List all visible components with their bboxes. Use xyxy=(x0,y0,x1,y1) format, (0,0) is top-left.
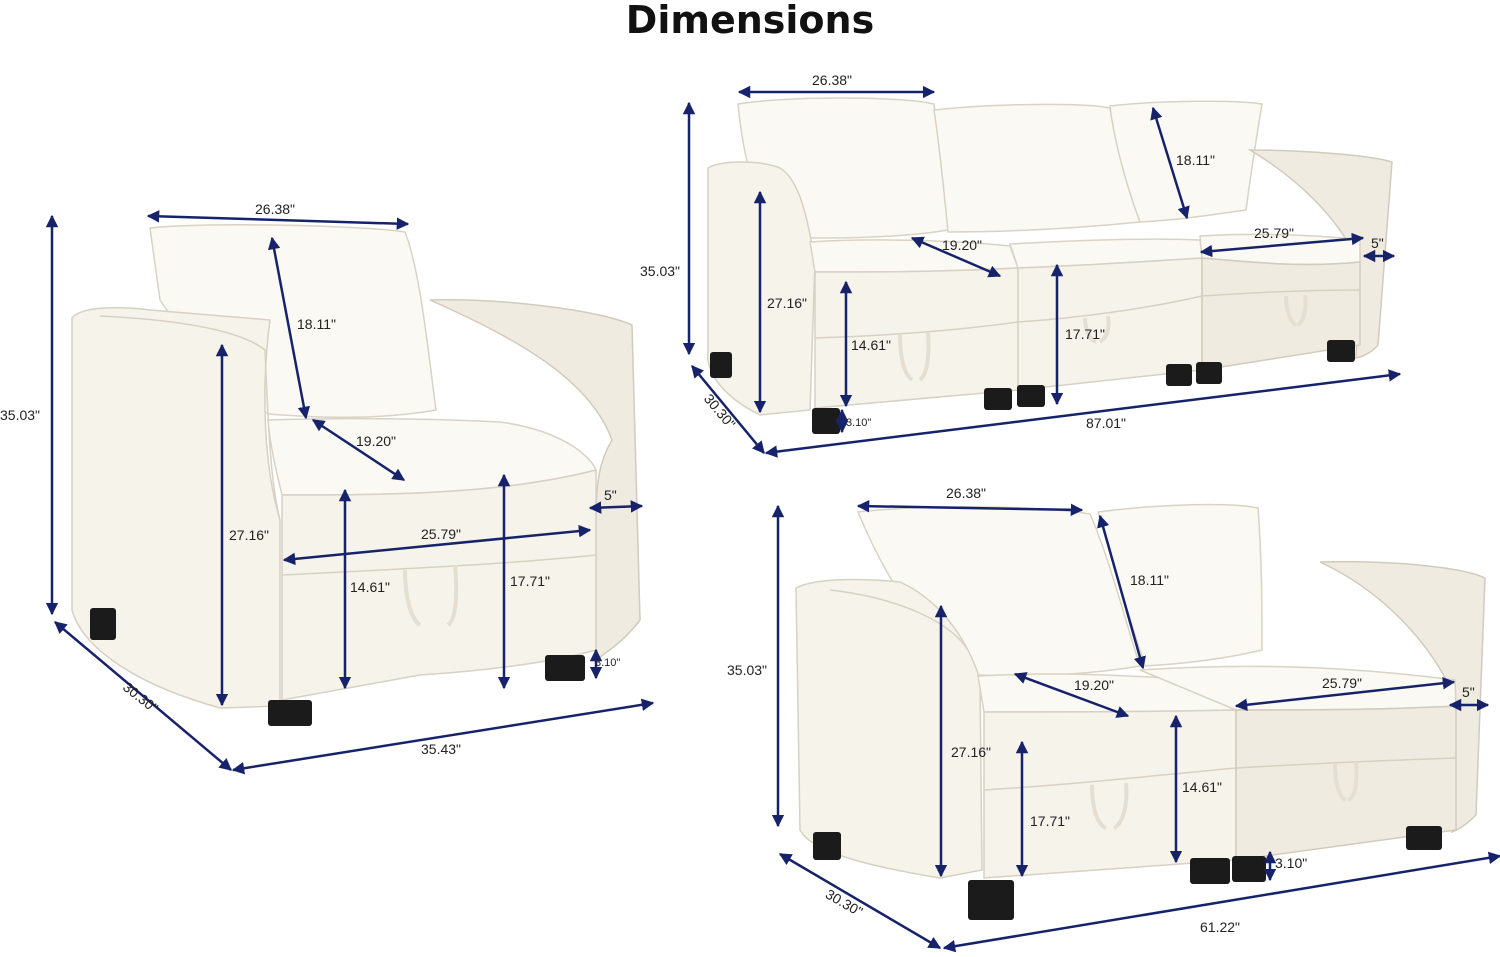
sofa-total-depth-line xyxy=(691,365,765,454)
loveseat-seat-width-line xyxy=(1234,677,1456,711)
loveseat-total-height-label: 35.03" xyxy=(727,662,767,678)
loveseat-back-width-label: 26.38" xyxy=(946,485,986,501)
chair-back-width-label: 26.38" xyxy=(255,201,295,217)
loveseat-total-width-line xyxy=(942,851,1500,953)
sofa-seat-depth-label: 19.20" xyxy=(942,237,982,253)
chair-leg-height-label: 3.10" xyxy=(595,657,620,669)
sofa-leg-height-label: 3.10" xyxy=(846,417,871,429)
loveseat-total-width-label: 61.22" xyxy=(1200,919,1240,935)
loveseat-leg-height-label: 3.10" xyxy=(1275,855,1307,871)
loveseat-back-height-line xyxy=(1097,514,1146,670)
chair-seat-depth-label: 19.20" xyxy=(356,433,396,449)
loveseat-arm-width-label: 5" xyxy=(1462,684,1475,700)
loveseat-drawer-height-label: 17.71" xyxy=(1030,813,1070,829)
sofa-seat-width-label: 25.79" xyxy=(1254,225,1294,241)
chair-total-width-label: 35.43" xyxy=(421,741,461,757)
chair-seat-depth-line xyxy=(311,418,406,482)
chair-arm-width-label: 5" xyxy=(604,487,617,503)
loveseat-seat-height-label: 14.61" xyxy=(1182,779,1222,795)
sofa-total-width-label: 87.01" xyxy=(1086,415,1126,431)
sofa-total-width-line xyxy=(764,369,1402,458)
armchair-illustration: 26.38" 18.11" 19.20" 5" 27.16" 25.79" 14… xyxy=(0,201,655,775)
page-title: Dimensions xyxy=(625,0,875,42)
chair-seat-width-label: 25.79" xyxy=(421,526,461,542)
loveseat-back-width-line xyxy=(856,499,1084,517)
chair-total-width-line xyxy=(231,698,655,775)
sofa-drawer-height-label: 17.71" xyxy=(1065,326,1105,342)
sofa-seat-width-line xyxy=(1199,232,1365,258)
chair-total-depth-line xyxy=(54,621,232,771)
loveseat-illustration: 26.38" 18.11" 35.03" 19.20" 25.79" 5" 27… xyxy=(727,485,1500,953)
loveseat-arm-height-label: 27.16" xyxy=(951,744,991,760)
loveseat-total-depth-line xyxy=(778,852,942,950)
chair-seat-width-line xyxy=(282,524,592,566)
loveseat-seat-depth-label: 19.20" xyxy=(1074,677,1114,693)
sofa-back-height-label: 18.11" xyxy=(1176,152,1215,168)
chair-back-height-line xyxy=(267,236,311,420)
chair-total-height-label: 35.03" xyxy=(0,407,40,423)
chair-arm-width-line xyxy=(588,500,644,514)
chair-arm-height-label: 27.16" xyxy=(229,527,269,543)
sofa-arm-height-label: 27.16" xyxy=(767,295,807,311)
sofa-illustration: 26.38" 18.11" 35.03" 19.20" 25.79" 5" 27… xyxy=(640,72,1402,458)
loveseat-seat-depth-line xyxy=(1013,672,1130,718)
sofa-back-height-line xyxy=(1150,106,1190,220)
sofa-back-width-label: 26.38" xyxy=(812,72,852,88)
sofa-arm-width-label: 5" xyxy=(1371,235,1384,251)
chair-drawer-height-label: 17.71" xyxy=(510,573,550,589)
sofa-seat-depth-line xyxy=(910,236,1002,278)
sofa-total-height-label: 35.03" xyxy=(640,263,680,279)
loveseat-back-height-label: 18.11" xyxy=(1130,572,1169,588)
chair-seat-height-label: 14.61" xyxy=(350,579,390,595)
chair-back-width-line xyxy=(146,210,410,230)
sofa-seat-height-label: 14.61" xyxy=(851,337,891,353)
chair-back-height-label: 18.11" xyxy=(297,316,336,332)
loveseat-seat-width-label: 25.79" xyxy=(1322,675,1362,691)
